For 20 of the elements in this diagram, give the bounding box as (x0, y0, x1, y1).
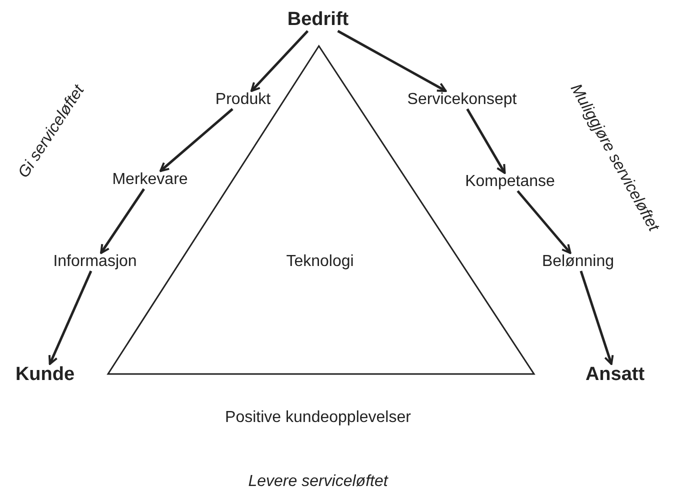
node-label: Informasjon (53, 253, 137, 271)
arrow (48, 270, 92, 365)
arrow (580, 270, 614, 365)
arrow (159, 108, 234, 172)
node-label: Kompetanse (465, 173, 555, 191)
note-text: Positive kundeopplevelser (225, 409, 411, 427)
note-text: Levere serviceløftet (248, 473, 388, 491)
node-label: Servicekonsept (407, 91, 517, 109)
arrow (100, 188, 145, 254)
corner-label: Ansatt (585, 364, 645, 386)
arrow (516, 190, 572, 254)
arrow (337, 30, 447, 92)
corner-label: Kunde (15, 364, 75, 386)
arrow (250, 30, 309, 92)
node-label: Belønning (542, 253, 614, 271)
node-label: Produkt (215, 91, 271, 109)
triangle-label: Teknologi (286, 253, 354, 271)
corner-label: Bedrift (287, 9, 349, 31)
node-label: Merkevare (112, 171, 188, 189)
arrow (466, 108, 506, 174)
